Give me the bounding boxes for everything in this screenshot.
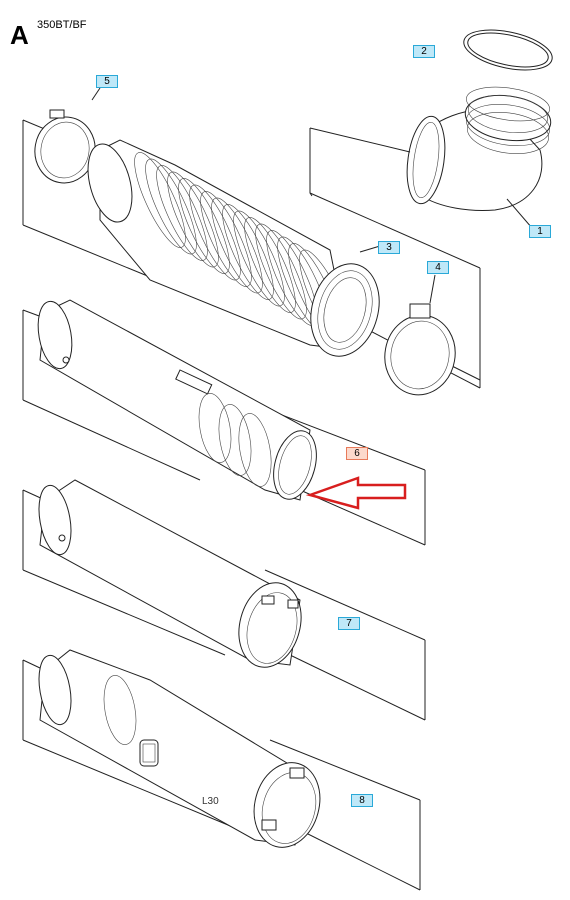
callout-part-3: 3 (378, 241, 400, 254)
tube-part-7 (38, 479, 302, 668)
clamp-part-5 (34, 87, 101, 184)
hose-ridge (178, 178, 230, 274)
elbow-part-1 (406, 86, 552, 229)
hose-ridge (211, 197, 263, 294)
tube-part-6 (37, 299, 317, 501)
hose-ridge (233, 210, 285, 307)
section-letter: A (10, 20, 29, 50)
tube-part-8: L30 (38, 649, 321, 848)
flex-hose-part-3 (87, 139, 381, 357)
hose-ridge (134, 152, 186, 248)
tube-mark: L30 (202, 796, 219, 807)
hose-ridge (189, 184, 241, 281)
model-label: 350BT/BF (37, 19, 87, 31)
pointer-arrow (305, 476, 407, 510)
hose-ridge (145, 158, 197, 255)
callout-part-2: 2 (413, 45, 435, 58)
hose-ridge (244, 217, 296, 313)
hose-ridge (222, 204, 274, 300)
clamp-part-4 (384, 274, 456, 396)
callout-part-6: 6 (346, 447, 368, 460)
hose-ridge (167, 171, 219, 268)
callout-part-7: 7 (338, 617, 360, 630)
hose-ridge (255, 223, 307, 320)
callout-part-5: 5 (96, 75, 118, 88)
hose-ridge (156, 165, 208, 261)
callout-part-8: 8 (351, 794, 373, 807)
callout-part-4: 4 (427, 261, 449, 274)
seal-ring-part-2 (463, 29, 553, 71)
hose-ridge (200, 191, 252, 287)
callout-part-1: 1 (529, 225, 551, 238)
